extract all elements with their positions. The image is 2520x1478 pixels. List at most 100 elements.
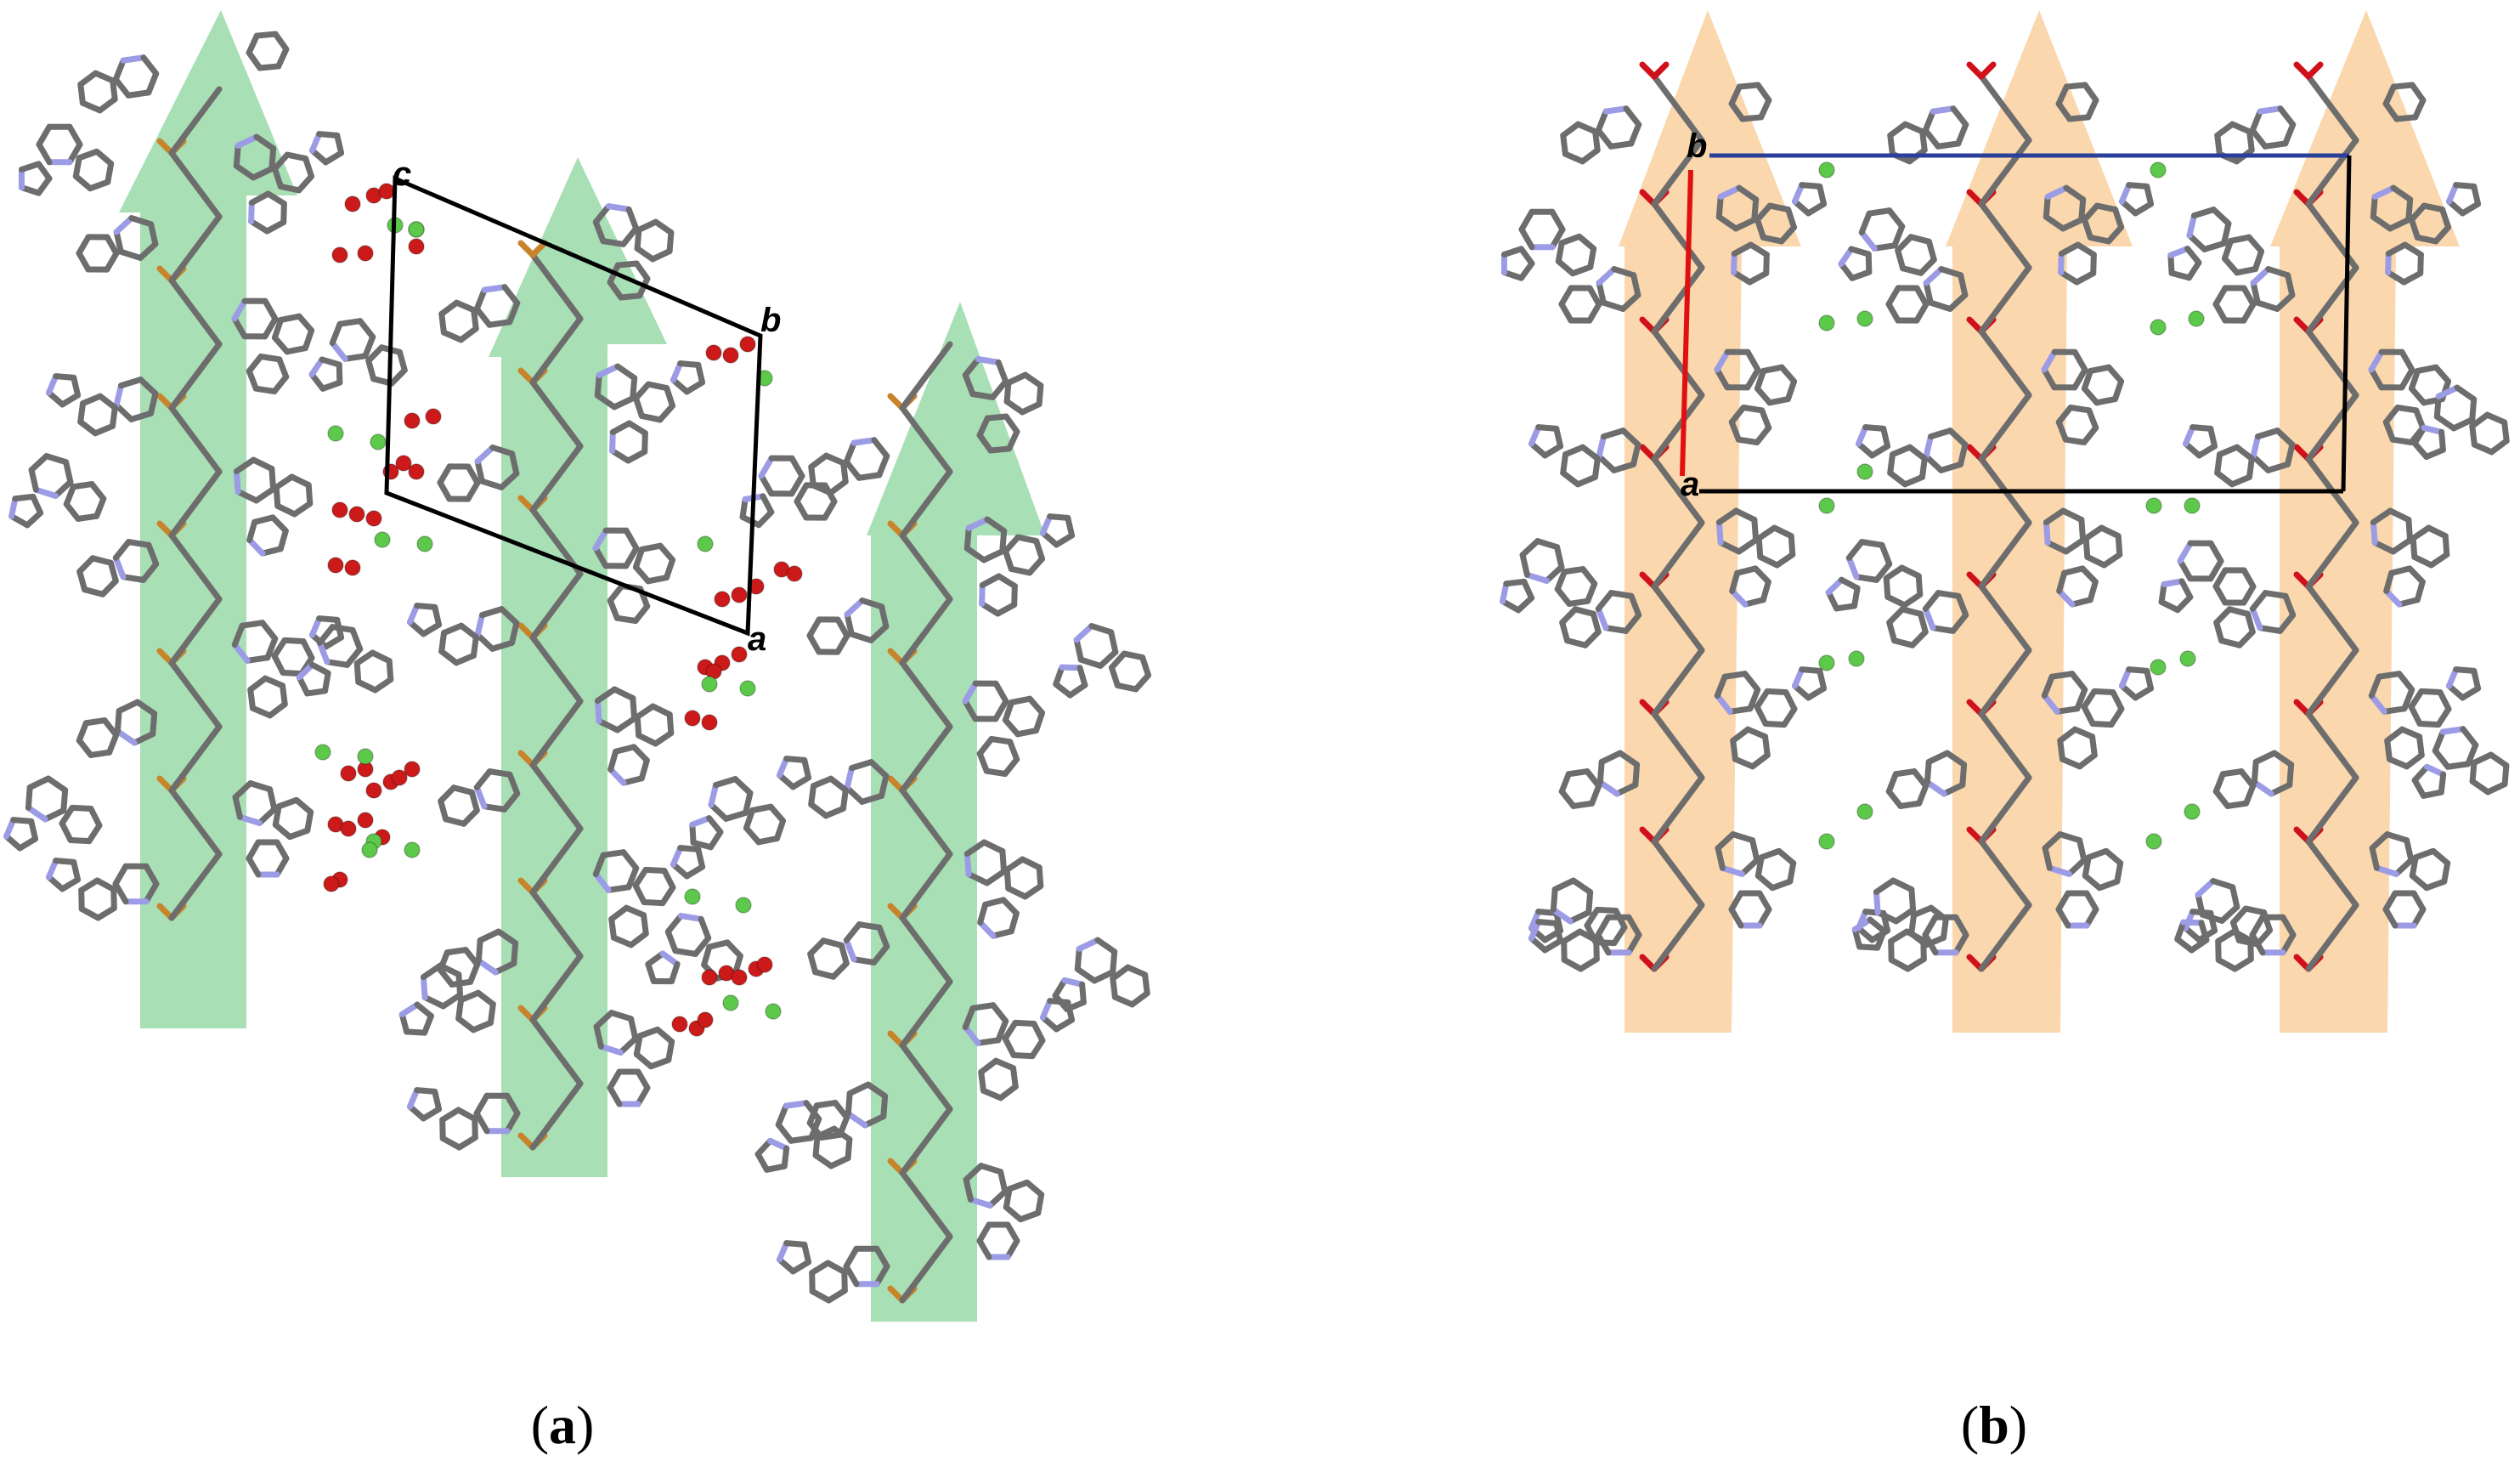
bond	[963, 1176, 974, 1203]
bond	[1890, 877, 1915, 893]
bond	[501, 284, 521, 307]
bond	[529, 379, 584, 450]
bond	[613, 614, 639, 625]
bond	[322, 634, 345, 650]
bond	[140, 561, 160, 583]
bond	[1003, 856, 1026, 873]
bond	[316, 624, 336, 646]
bond	[788, 1135, 815, 1144]
bond	[1651, 711, 1705, 781]
bond	[93, 877, 117, 893]
bond	[592, 218, 607, 245]
bond	[369, 649, 393, 665]
bond	[2082, 535, 2091, 560]
bond	[2387, 507, 2412, 524]
bond	[267, 786, 278, 813]
bond	[2212, 567, 2229, 590]
bond	[683, 864, 706, 880]
bond	[1771, 524, 1794, 540]
axis-label-b: b	[760, 302, 781, 339]
bond	[1036, 382, 1044, 408]
bond	[75, 512, 100, 522]
bond	[2387, 217, 2412, 232]
bond	[623, 545, 640, 569]
bond	[813, 1100, 839, 1109]
bond	[634, 703, 656, 720]
bond	[963, 851, 972, 877]
bond	[1589, 783, 1602, 807]
bond	[2105, 364, 2125, 385]
bond	[473, 1110, 490, 1135]
bond	[2229, 905, 2249, 926]
bond	[1553, 920, 1564, 944]
bond	[1009, 695, 1033, 705]
bond	[97, 393, 118, 411]
bond	[2058, 269, 2080, 286]
bond	[632, 882, 647, 905]
bond	[1010, 1065, 1019, 1090]
bond	[645, 381, 670, 392]
bond	[605, 884, 632, 893]
bond	[633, 260, 651, 282]
bond	[592, 545, 609, 569]
bond	[1774, 552, 1796, 569]
bond	[2234, 266, 2258, 276]
bond	[2190, 207, 2217, 219]
bond	[867, 759, 890, 779]
bond	[2221, 237, 2235, 262]
bond	[231, 297, 248, 322]
bond	[626, 420, 648, 437]
bond	[468, 789, 480, 814]
bond	[168, 660, 223, 730]
bond	[990, 928, 1014, 939]
bond	[2414, 234, 2439, 245]
bond	[1888, 937, 1895, 963]
bond	[2382, 404, 2401, 426]
bond	[2071, 366, 2088, 391]
bond	[101, 717, 120, 739]
bond	[783, 756, 808, 763]
bond	[1787, 860, 1797, 885]
bond	[809, 1288, 833, 1304]
bond	[2215, 928, 2237, 944]
bond	[1845, 539, 1865, 561]
bond	[45, 858, 59, 881]
ion	[739, 680, 756, 697]
bond	[1651, 774, 1705, 845]
bond	[1918, 456, 1928, 480]
bond	[1613, 908, 1628, 931]
bond	[659, 884, 676, 907]
bond	[168, 468, 223, 539]
bond	[838, 942, 850, 967]
bond	[529, 825, 584, 896]
bond	[441, 622, 465, 637]
bond	[504, 1110, 521, 1135]
bond	[53, 858, 77, 865]
bond	[962, 680, 979, 705]
bond	[2081, 385, 2100, 406]
bond	[2411, 553, 2435, 569]
ion	[1848, 650, 1865, 667]
bond	[439, 1107, 461, 1123]
bond	[2174, 594, 2194, 614]
bond	[2184, 246, 2202, 266]
bond	[437, 962, 462, 978]
bond	[2257, 105, 2284, 115]
bond	[2081, 704, 2096, 727]
bond	[899, 341, 953, 411]
bond	[80, 393, 104, 407]
bond	[474, 458, 485, 484]
bond	[1751, 517, 1760, 543]
bond	[251, 514, 276, 525]
bond	[414, 603, 438, 610]
bond	[273, 473, 295, 490]
bond	[2213, 619, 2225, 644]
bond	[1935, 140, 1962, 150]
ion	[1818, 833, 1835, 850]
bond	[1555, 240, 1565, 264]
bond	[1077, 656, 1104, 669]
bond	[1762, 720, 1788, 728]
ion	[2179, 650, 2196, 667]
bond	[1014, 728, 1039, 738]
bond	[246, 855, 262, 878]
